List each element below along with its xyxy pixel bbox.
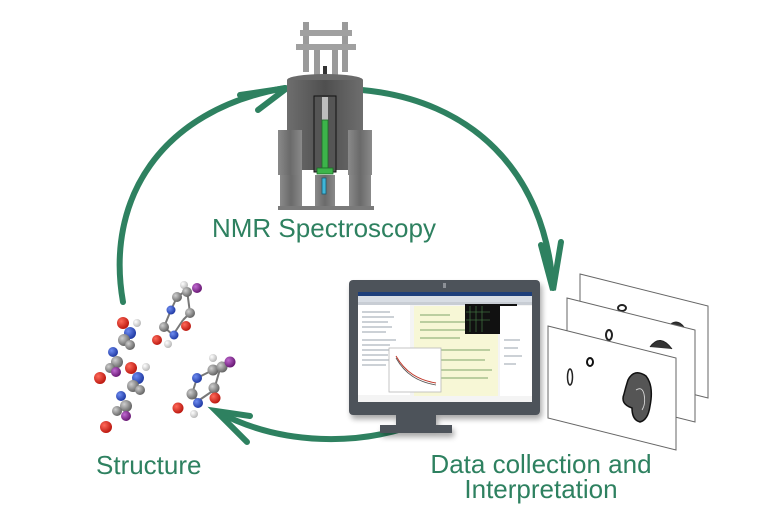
spectra-stack bbox=[547, 273, 709, 451]
spectrum-sheet-front bbox=[547, 325, 677, 451]
arrow-structure-to-nmr bbox=[116, 85, 289, 305]
arrow-nmr-to-data bbox=[359, 87, 564, 291]
stage-label-nmr-spectroscopy: NMR Spectroscopy bbox=[212, 213, 436, 243]
molecule-right bbox=[172, 354, 236, 418]
stage-label-data-line2: Interpretation bbox=[464, 474, 618, 504]
nmr-spectrometer-icon bbox=[278, 22, 374, 210]
molecule-left-lower bbox=[100, 362, 150, 433]
molecule-icon bbox=[94, 281, 236, 433]
monitor-screen bbox=[358, 292, 532, 402]
molecule-left-upper bbox=[94, 317, 141, 384]
stage-label-data-collection: Data collection and Interpretation bbox=[416, 449, 666, 504]
molecule-top bbox=[152, 281, 202, 348]
stage-label-data-line1: Data collection and bbox=[430, 449, 652, 479]
stage-label-structure: Structure bbox=[96, 450, 202, 480]
